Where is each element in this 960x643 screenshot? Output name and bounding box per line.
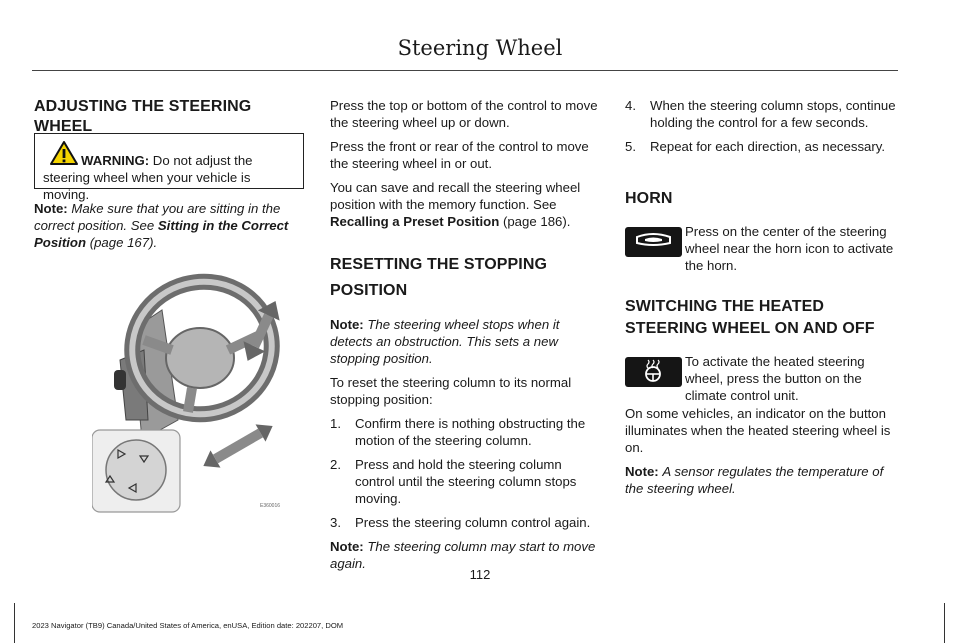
page-header-title: Steering Wheel [397, 36, 563, 60]
note-sitting: Note: Make sure that you are sitting in … [34, 200, 306, 251]
column-3: 4. When the steering column stops, contin… [625, 97, 897, 162]
reset-steps-list: 1. Confirm there is nothing obstructing t… [330, 415, 602, 531]
list-item: 1. Confirm there is nothing obstructing t… [330, 415, 602, 449]
step-number: 1. [330, 416, 341, 431]
warning-text: Do not adjust the steering wheel when yo… [43, 153, 253, 202]
section-heading-adjusting: ADJUSTING THE STEERING WHEEL [34, 98, 252, 135]
recalling-preset-link[interactable]: Recalling a Preset Position [330, 214, 500, 229]
paragraph-memory: You can save and recall the steering whe… [330, 179, 602, 230]
heated-wheel-instructions: To activate the heated steering wheel, p… [685, 354, 865, 403]
heading-line-1: SWITCHING THE HEATED [625, 298, 825, 315]
note-text: The steering column may start to move ag… [330, 539, 596, 571]
sitting-position-link[interactable]: Sitting in the Correct Position [34, 218, 289, 250]
column-2: Press the top or bottom of the control t… [330, 97, 602, 579]
section-heading-horn: HORN [625, 190, 673, 207]
paragraph-indicator: On some vehicles, an indicator on the bu… [625, 406, 891, 455]
note-label: Note: [330, 317, 364, 332]
crop-mark-right [944, 603, 945, 643]
note-label: Note: [34, 201, 68, 216]
section-heading-resetting: RESETTING THE STOPPING POSITION [330, 252, 602, 304]
paragraph-up-down: Press the top or bottom of the control t… [330, 98, 598, 130]
step-text: Confirm there is nothing obstructing the… [355, 416, 586, 448]
note-sensor: Note: A sensor regulates the temperature… [625, 463, 897, 497]
section-heading-heated: SWITCHING THE HEATED STEERING WHEEL ON A… [625, 296, 875, 340]
warning-label: WARNING: [81, 153, 150, 168]
header-rule [32, 70, 898, 71]
warning-icon [50, 141, 78, 165]
note-move-again: Note: The steering column may start to m… [330, 538, 602, 572]
paragraph-in-out: Press the front or rear of the control t… [330, 139, 589, 171]
step-number: 4. [625, 98, 636, 113]
crop-mark-left [14, 603, 15, 643]
step-number: 5. [625, 139, 636, 154]
list-item: 5. Repeat for each direction, as necessar… [625, 138, 897, 155]
note-text: Make sure that you are sitting in the co… [34, 201, 281, 233]
note-label: Note: [330, 539, 364, 554]
step-text: Repeat for each direction, as necessary. [650, 139, 886, 154]
paragraph-intro: To reset the steering column to its norm… [330, 375, 572, 407]
note-obstruction: Note: The steering wheel stops when it d… [330, 316, 602, 367]
note-page-ref: (page 167). [86, 235, 158, 250]
step-text: Press the steering column control again. [355, 515, 591, 530]
footer-edition-info: 2023 Navigator (TB9) Canada/United State… [32, 621, 344, 630]
heading-line-2: STEERING WHEEL ON AND OFF [625, 320, 875, 337]
continued-steps-list: 4. When the steering column stops, contin… [625, 97, 897, 155]
steering-wheel-illustration [92, 273, 280, 513]
image-code: E360016 [260, 503, 281, 509]
list-item: 3. Press the steering column control agai… [330, 514, 602, 531]
step-text: Press and hold the steering column contr… [355, 457, 577, 506]
heading-line-1: RESETTING THE STOPPING [330, 256, 548, 273]
heated-steering-wheel-icon [625, 357, 682, 387]
list-item: 2. Press and hold the steering column con… [330, 456, 602, 507]
page-number: 112 [469, 567, 491, 582]
note-text: The steering wheel stops when it detects… [330, 317, 560, 366]
note-label: Note: [625, 464, 659, 479]
step-number: 2. [330, 457, 341, 472]
warning-box: WARNING: Do not adjust the steering whee… [34, 133, 304, 202]
step-text: When the steering column stops, continue… [650, 98, 896, 130]
list-item: 4. When the steering column stops, contin… [625, 97, 897, 131]
step-number: 3. [330, 515, 341, 530]
heading-line-2: POSITION [330, 282, 408, 299]
horn-instructions: Press on the center of the steering whee… [685, 224, 894, 273]
memory-text: You can save and recall the steering whe… [330, 180, 581, 212]
memory-page-ref: (page 186). [499, 214, 571, 229]
column-3-lower: On some vehicles, an indicator on the bu… [625, 405, 897, 504]
horn-icon [625, 227, 682, 257]
note-text: A sensor regulates the temperature of th… [625, 464, 884, 496]
